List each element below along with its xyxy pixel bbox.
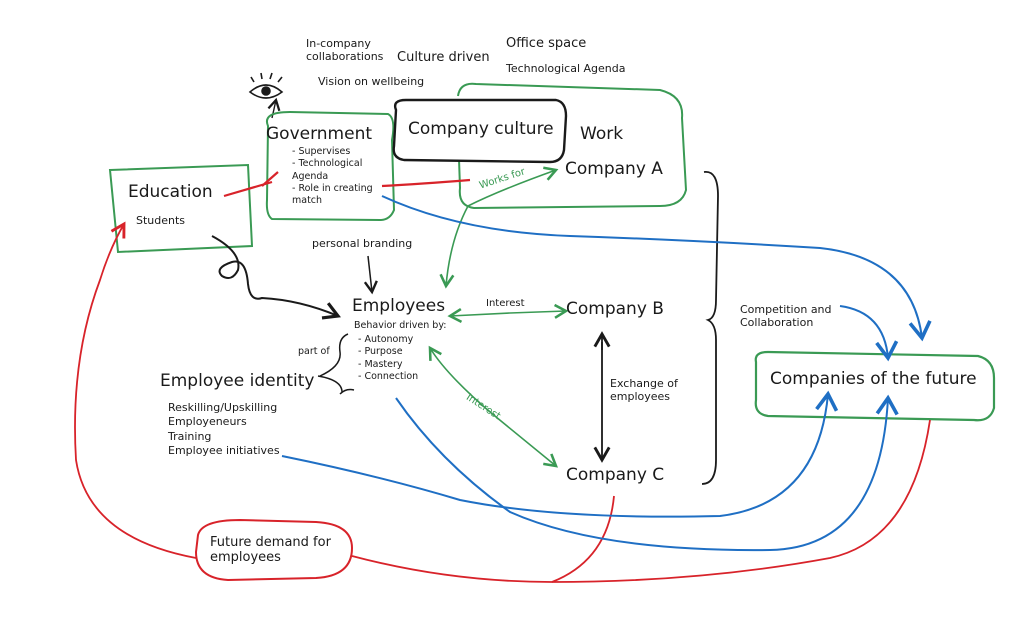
company-a-label: Company A xyxy=(565,159,663,179)
companies-future-label: Companies of the future xyxy=(770,369,977,389)
future-box xyxy=(754,350,996,422)
government-item: match xyxy=(292,195,323,207)
government-title: Government xyxy=(266,124,373,144)
future-demand-oval xyxy=(194,518,354,582)
company-culture-box xyxy=(392,98,568,164)
brace xyxy=(701,171,719,485)
behavior-list: - Autonomy - Purpose - Mastery - Connect… xyxy=(358,334,418,383)
work-label: Work xyxy=(580,124,624,144)
company-b-label: Company B xyxy=(566,299,664,319)
company-culture-label: Company culture xyxy=(408,119,554,139)
employees-title: Employees xyxy=(352,296,446,316)
behavior-item: - Purpose xyxy=(358,346,403,358)
identity-item: Reskilling/Upskilling xyxy=(168,401,278,414)
behavior-item: - Mastery xyxy=(358,358,403,370)
students-label: Students xyxy=(136,214,186,227)
employee-identity-list: Reskilling/Upskilling Employeneurs Train… xyxy=(168,401,280,458)
education-title: Education xyxy=(128,182,213,202)
government-box xyxy=(265,110,396,222)
future-demand-label: Future demand for employees xyxy=(210,535,331,565)
identity-item: Training xyxy=(168,429,212,443)
work-box xyxy=(457,82,688,210)
part-of-label: part of xyxy=(298,346,330,357)
government-list: - Supervises - Technological Agenda - Ro… xyxy=(292,146,373,208)
employee-identity-title: Employee identity xyxy=(160,371,315,391)
exchange-label: Exchange of employees xyxy=(610,377,678,403)
identity-item: Employee initiatives xyxy=(168,443,280,457)
vision-wellbeing-note: Vision on wellbeing xyxy=(318,75,425,88)
office-space-note: Office space xyxy=(506,36,587,51)
government-item: Agenda xyxy=(292,170,329,182)
behavior-label: Behavior driven by: xyxy=(354,320,447,331)
tech-agenda-note: Technological Agenda xyxy=(506,62,626,75)
education-box xyxy=(108,163,254,254)
interest-b-label: Interest xyxy=(486,298,525,309)
company-c-label: Company C xyxy=(566,465,665,485)
competition-label: Competition and Collaboration xyxy=(740,303,832,329)
eye-icon xyxy=(248,72,284,99)
government-item: - Technological xyxy=(292,158,363,170)
behavior-item: - Connection xyxy=(358,371,419,383)
culture-driven-note: Culture driven xyxy=(397,50,490,65)
in-company-collab-note: In-company collaborations xyxy=(306,37,384,63)
government-item: - Role in creating xyxy=(292,183,373,195)
behavior-item: - Autonomy xyxy=(358,334,414,345)
government-item: - Supervises xyxy=(292,146,351,157)
identity-item: Employeneurs xyxy=(168,415,247,429)
personal-branding-label: personal branding xyxy=(312,237,413,250)
